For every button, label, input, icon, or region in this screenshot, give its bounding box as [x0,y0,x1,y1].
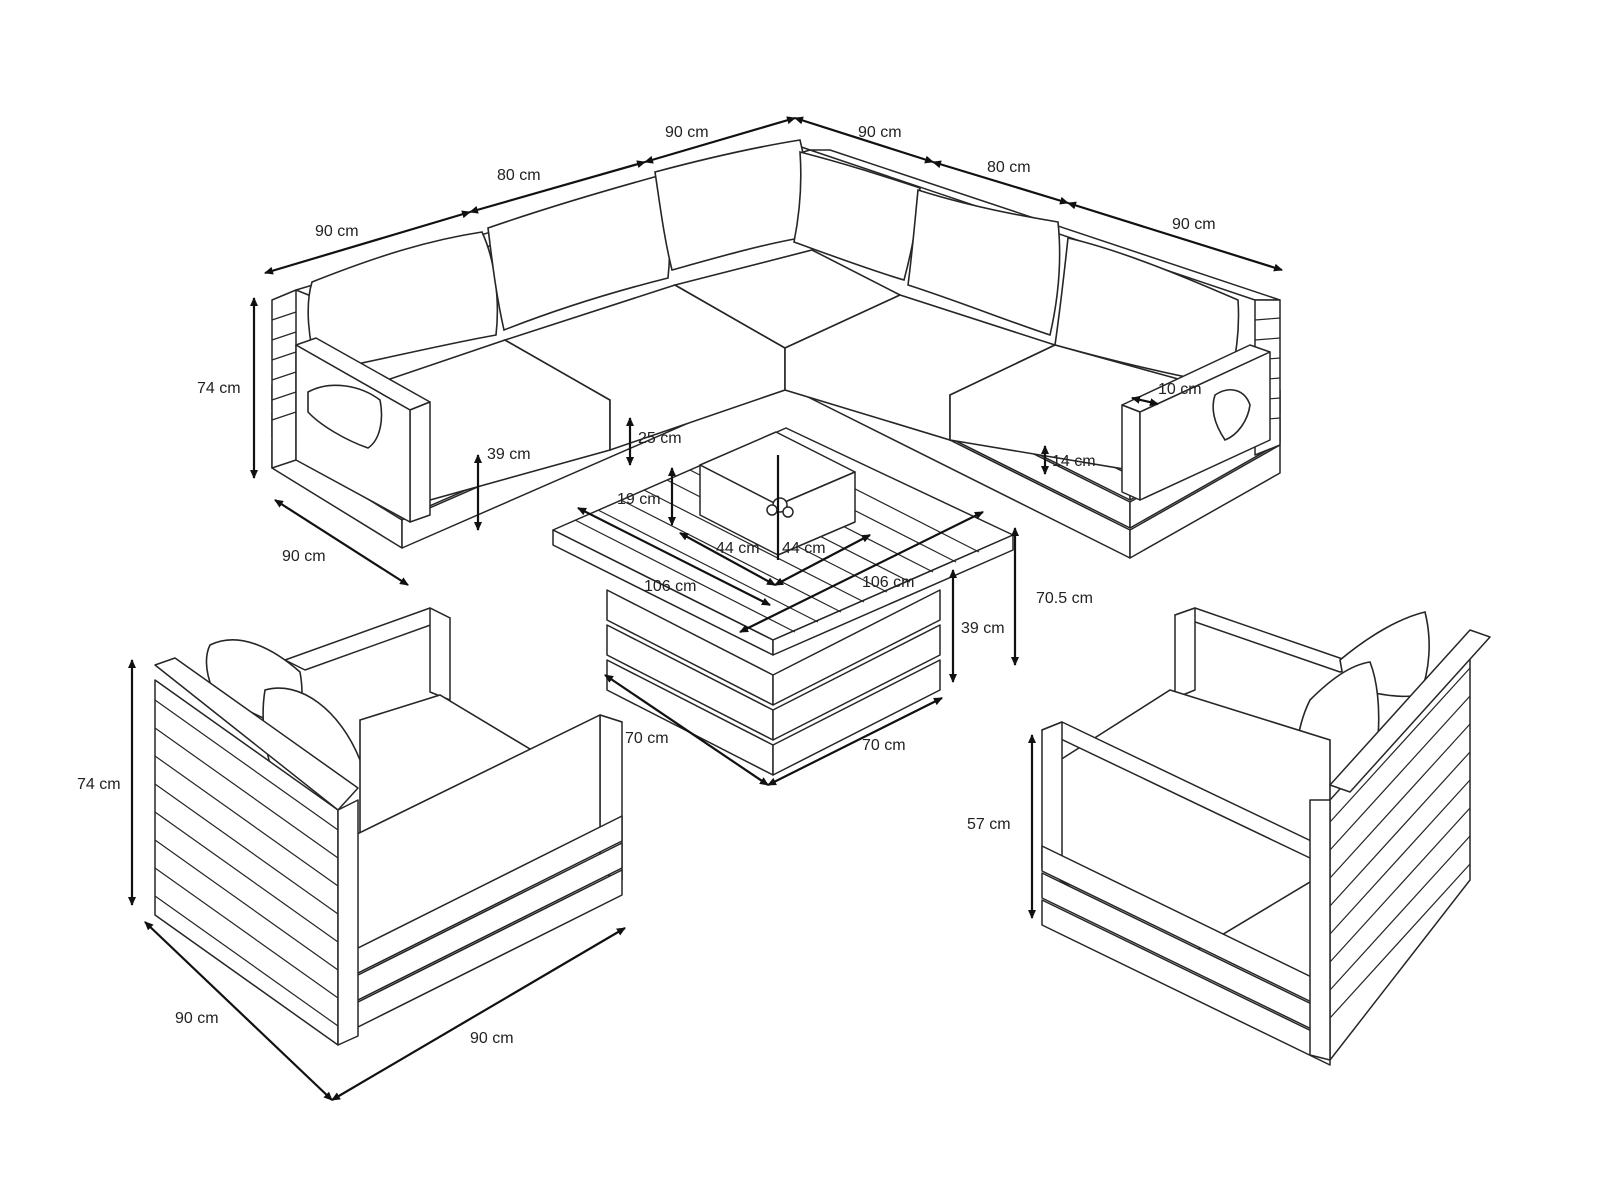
label-back-seg6: 90 cm [1172,216,1216,233]
label-seat-height: 39 cm [487,446,531,463]
label-sofa-height: 74 cm [197,380,241,397]
dim-sofa-depth [274,499,409,586]
label-chair-left-width: 90 cm [470,1030,514,1047]
dim-back-seg3 [644,116,796,164]
sofa-right-arm [1121,344,1271,501]
dim-back-seg5 [932,160,1069,205]
label-arm-width: 10 cm [1158,381,1202,398]
label-chair-left-depth: 90 cm [175,1010,219,1027]
left-armchair [154,607,623,1046]
label-back-seg3: 90 cm [665,124,709,141]
dim-back-seg2 [469,160,646,214]
dimension-labels: 90 cm 80 cm 90 cm 90 cm 80 cm 90 cm 74 c… [77,124,1216,1047]
label-burner-width-b: 44 cm [782,540,826,557]
sofa-seat-cushions [327,249,1203,501]
right-chair-side-slats [1309,629,1491,1061]
label-table-base-a: 70 cm [625,730,669,747]
label-table-base-b: 70 cm [862,737,906,754]
right-armchair [1041,607,1491,1066]
sofa-left-arm [295,337,431,523]
label-burner-width-a: 44 cm [716,540,760,557]
label-arm-above-seat: 14 cm [1052,453,1096,470]
dim-table-base-a [604,674,769,786]
label-table-top-b: 106 cm [862,574,914,591]
label-back-seg4: 90 cm [858,124,902,141]
dim-table-top-b [739,511,984,633]
label-table-base-height: 39 cm [961,620,1005,637]
label-sofa-depth: 90 cm [282,548,326,565]
label-table-top-a: 106 cm [644,578,696,595]
dimension-lines [128,116,1283,1101]
label-chair-right-height: 57 cm [967,816,1011,833]
label-chair-left-height: 74 cm [77,776,121,793]
label-burner-height: 19 cm [617,491,661,508]
label-cushion-thickness: 25 cm [638,430,682,447]
dim-back-seg1 [264,210,471,275]
label-back-seg2: 80 cm [497,167,541,184]
label-back-seg5: 80 cm [987,159,1031,176]
dim-table-base-b [767,697,943,786]
dim-back-seg4 [794,116,934,164]
dim-arm-width [1131,395,1159,407]
label-table-height: 70.5 cm [1036,590,1093,607]
dim-chair-left-depth [144,921,333,1101]
dim-table-top-a [577,507,771,606]
label-back-seg1: 90 cm [315,223,359,240]
dim-back-seg6 [1067,201,1283,272]
dim-chair-left-width [331,927,626,1101]
